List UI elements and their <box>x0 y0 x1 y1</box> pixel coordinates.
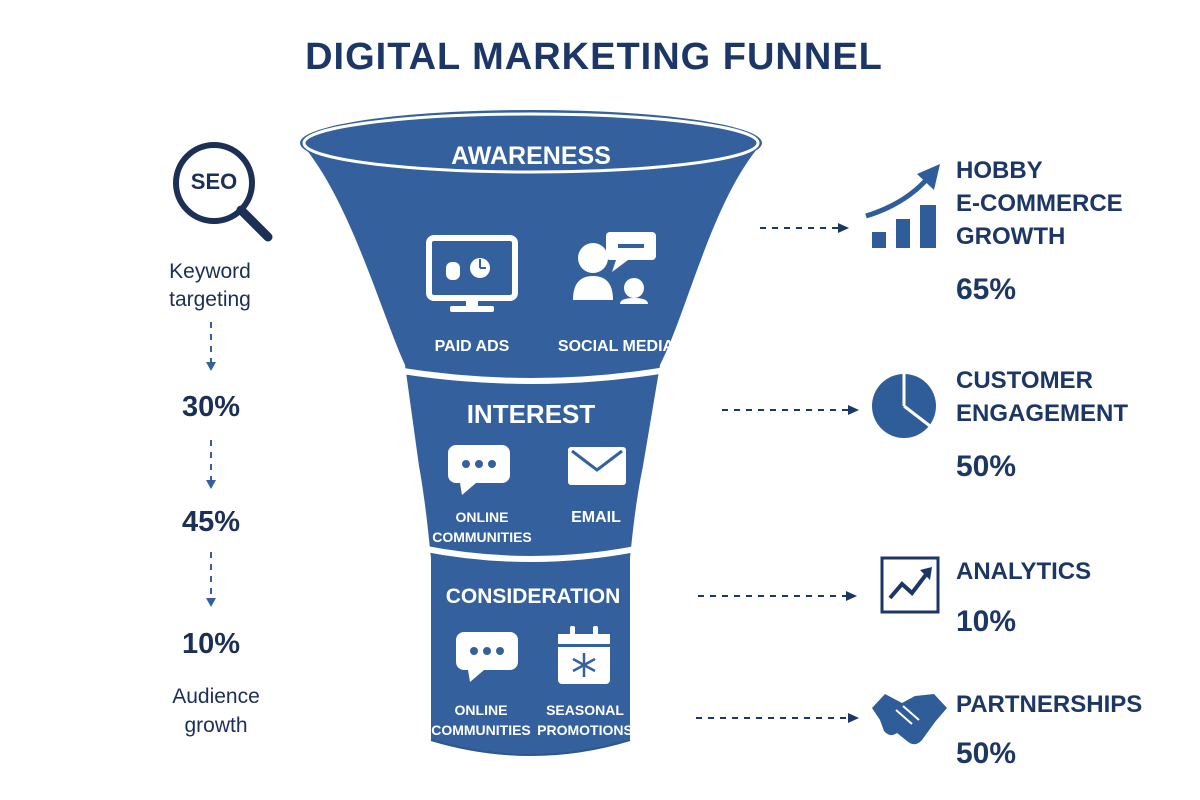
metric-label-hobby-ecommerce-growth: HOBBY E-COMMERCE GROWTH <box>956 157 1123 250</box>
funnel-rim <box>300 110 762 176</box>
channel-label-seasonal-promotions: SEASONAL PROMOTIONS <box>537 702 633 738</box>
stage-title-interest: INTEREST <box>466 399 596 429</box>
seo-magnifier-icon <box>173 142 273 242</box>
funnel-body <box>301 143 762 755</box>
metric-label-customer-engagement: CUSTOMER ENGAGEMENT <box>956 367 1129 427</box>
stage-title-awareness: AWARENESS <box>451 142 611 170</box>
left-pct-45: 45% <box>181 506 241 538</box>
stage-title-consideration: CONSIDERATION <box>445 585 621 608</box>
metric-value-hobby-ecommerce-growth: 65% <box>956 273 1017 306</box>
left-pct-30: 30% <box>181 391 241 423</box>
monitor-ad-icon <box>426 235 518 312</box>
envelope-icon <box>568 447 626 485</box>
stage-separator <box>395 367 667 384</box>
left-pct-10: 10% <box>181 628 241 660</box>
growth-bar-chart-icon <box>865 164 940 248</box>
channel-label-social-media: SOCIAL MEDIA <box>557 338 675 355</box>
stage-separator <box>420 545 642 562</box>
channel-label-paid-ads: PAID ADS <box>434 338 510 355</box>
metric-label-analytics: ANALYTICS <box>956 558 1092 585</box>
funnel-bottom <box>430 739 631 756</box>
channel-label-email: EMAIL <box>571 509 621 526</box>
metric-value-partnerships: 50% <box>956 737 1017 770</box>
right-flow-arrows <box>696 223 859 723</box>
left-flow-arrows <box>206 322 216 607</box>
metric-label-partnerships: PARTNERSHIPS <box>956 691 1143 718</box>
handshake-icon <box>872 694 947 745</box>
channel-label-online-communities: ONLINE COMMUNITIES <box>431 702 531 738</box>
metric-value-analytics: 10% <box>956 605 1017 638</box>
metric-value-customer-engagement: 50% <box>956 450 1017 483</box>
funnel-rim-inner <box>302 112 760 174</box>
chat-bubble-icon <box>456 632 518 682</box>
seo-icon-text: SEO <box>190 169 238 194</box>
chat-bubble-icon <box>448 445 510 495</box>
channel-label-online-communities: ONLINE COMMUNITIES <box>432 509 532 545</box>
people-chat-icon <box>573 232 656 304</box>
line-chart-icon <box>880 556 940 614</box>
keyword-targeting-label: Keyword targeting <box>169 260 251 311</box>
calendar-snowflake-icon <box>558 626 610 684</box>
page-title: DIGITAL MARKETING FUNNEL <box>305 36 883 78</box>
pie-chart-icon <box>872 374 936 438</box>
audience-growth-label: Audience growth <box>172 685 260 737</box>
